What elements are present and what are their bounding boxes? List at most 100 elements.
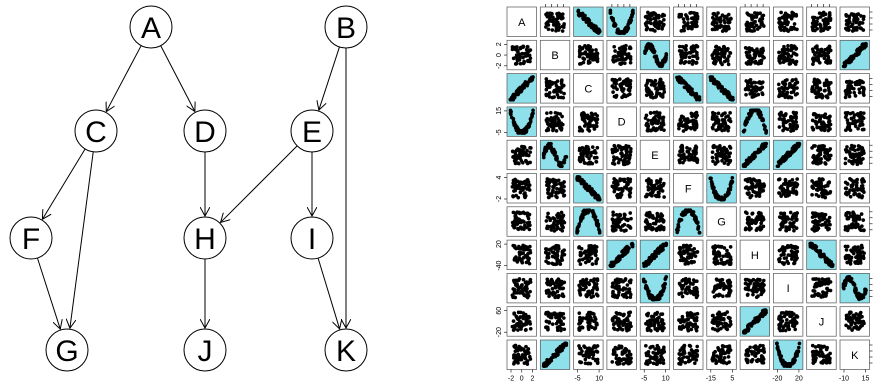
scatter-panel-k-b <box>539 339 571 370</box>
scatter-panel-f-c <box>573 173 604 204</box>
scatter-panel-j-e <box>639 306 671 337</box>
scatter-panel-b-c <box>573 39 604 71</box>
scatter-panel-h-k <box>839 239 870 270</box>
scatter-panel-j-b <box>539 306 571 337</box>
scatter-panel-g-d <box>606 206 637 237</box>
x-axis-tick-label: 20 <box>795 376 803 383</box>
node-label: D <box>194 116 216 149</box>
variable-label: D <box>618 117 626 129</box>
y-axis-tick-label: -40 <box>496 260 503 270</box>
diagonal-label-cell: K <box>839 339 870 370</box>
node-label: H <box>194 223 216 256</box>
scatter-panel-h-a <box>506 239 537 270</box>
scatter-panel-i-a <box>506 273 537 304</box>
edge-f-g <box>36 257 60 329</box>
diagonal-label-cell: F <box>673 173 704 204</box>
scatter-panel-h-b <box>539 239 571 270</box>
scatter-panel-e-f <box>673 139 704 171</box>
scatter-panel-i-k <box>839 273 870 304</box>
variable-label: I <box>787 283 790 295</box>
scatter-panel-e-k <box>839 139 870 171</box>
scatter-panel-k-c <box>573 339 604 370</box>
scatter-panel-d-k <box>839 106 870 137</box>
scatter-panel-i-b <box>539 273 571 304</box>
scatter-panel-d-b <box>539 106 571 137</box>
variable-label: G <box>717 217 726 229</box>
scatter-panel-d-f <box>673 106 704 137</box>
variable-label: K <box>851 350 859 362</box>
scatter-panel-b-h <box>739 39 770 71</box>
x-axis-tick-label: -5 <box>641 376 647 383</box>
scatter-panel-h-d <box>606 239 637 270</box>
edge-i-k <box>317 257 340 329</box>
scatter-panel-i-d <box>606 273 637 304</box>
node-label: C <box>85 116 107 149</box>
node-circle <box>183 109 227 153</box>
scatter-panel-c-d <box>606 73 637 104</box>
scatter-panel-e-b <box>539 139 571 171</box>
x-axis-tick-label: 5 <box>730 376 734 383</box>
node-label: J <box>198 335 213 368</box>
scatter-panel-g-b <box>539 206 571 237</box>
diagonal-label-cell: E <box>639 139 671 171</box>
scatter-panel-j-k <box>839 306 870 337</box>
scatter-panel-j-i <box>773 306 804 337</box>
diagonal-label-cell: J <box>806 306 837 337</box>
node-label: K <box>336 335 356 368</box>
scatter-panel-f-a <box>506 173 537 204</box>
edge-a-c <box>106 45 142 112</box>
scatter-panel-b-j <box>806 39 837 71</box>
scatter-panel-a-f <box>673 6 704 37</box>
scatter-panel-f-e <box>639 173 671 204</box>
variable-label: E <box>651 150 658 162</box>
scatter-panel-f-i <box>773 173 804 204</box>
scatter-panel-f-b <box>539 173 571 204</box>
scatter-panel-c-i <box>773 73 804 104</box>
node-j: J <box>183 328 227 372</box>
scatter-panel-i-c <box>573 273 604 304</box>
scatter-panel-b-e <box>639 39 671 71</box>
scatter-panel-f-d <box>606 173 637 204</box>
y-axis-tick-label: -20 <box>496 327 503 337</box>
scatter-panel-b-d <box>606 39 637 71</box>
scatter-panel-d-c <box>573 106 604 137</box>
variable-label: H <box>751 250 759 262</box>
scatter-panel-e-c <box>573 139 604 171</box>
scatter-panel-b-f <box>673 39 704 71</box>
x-axis-tick-label: 0 <box>520 376 524 383</box>
scatter-panel-g-e <box>639 206 671 237</box>
edge-c-g <box>70 151 94 328</box>
scatter-panel-h-c <box>573 239 604 270</box>
node-label: B <box>336 12 356 45</box>
scatter-panel-a-j <box>806 6 837 37</box>
node-circle <box>129 5 173 49</box>
scatter-panel-i-f <box>673 273 704 304</box>
diagonal-label-cell: C <box>573 73 604 104</box>
node-circle <box>324 328 368 372</box>
variable-label: A <box>518 17 526 29</box>
scatter-panel-d-j <box>806 106 837 137</box>
scatter-panel-f-k <box>839 173 870 204</box>
scatter-panel-d-h <box>739 106 770 137</box>
x-axis-tick-label: 10 <box>595 376 603 383</box>
scatter-panel-i-e <box>639 273 671 304</box>
x-axis-tick-label: 10 <box>662 376 670 383</box>
y-axis-tick-label: 0 <box>496 53 503 57</box>
scatter-panel-b-i <box>773 39 804 71</box>
node-circle <box>183 216 227 260</box>
y-axis-tick-label: -2 <box>496 63 503 69</box>
scatter-panel-e-d <box>606 139 637 171</box>
scatter-panel-d-e <box>639 106 671 137</box>
node-c: C <box>74 109 118 153</box>
diagonal-label-cell: G <box>706 206 737 237</box>
node-h: H <box>183 216 227 260</box>
scatter-panel-i-h <box>739 273 770 304</box>
y-axis-tick-label: -2 <box>496 196 503 202</box>
variable-label: F <box>685 183 692 195</box>
scatter-panel-g-k <box>839 206 870 237</box>
node-label: F <box>22 223 40 256</box>
x-axis-tick-label: -20 <box>772 376 782 383</box>
y-axis-tick-label: 15 <box>496 107 503 115</box>
node-circle <box>324 5 368 49</box>
node-circle <box>74 109 118 153</box>
